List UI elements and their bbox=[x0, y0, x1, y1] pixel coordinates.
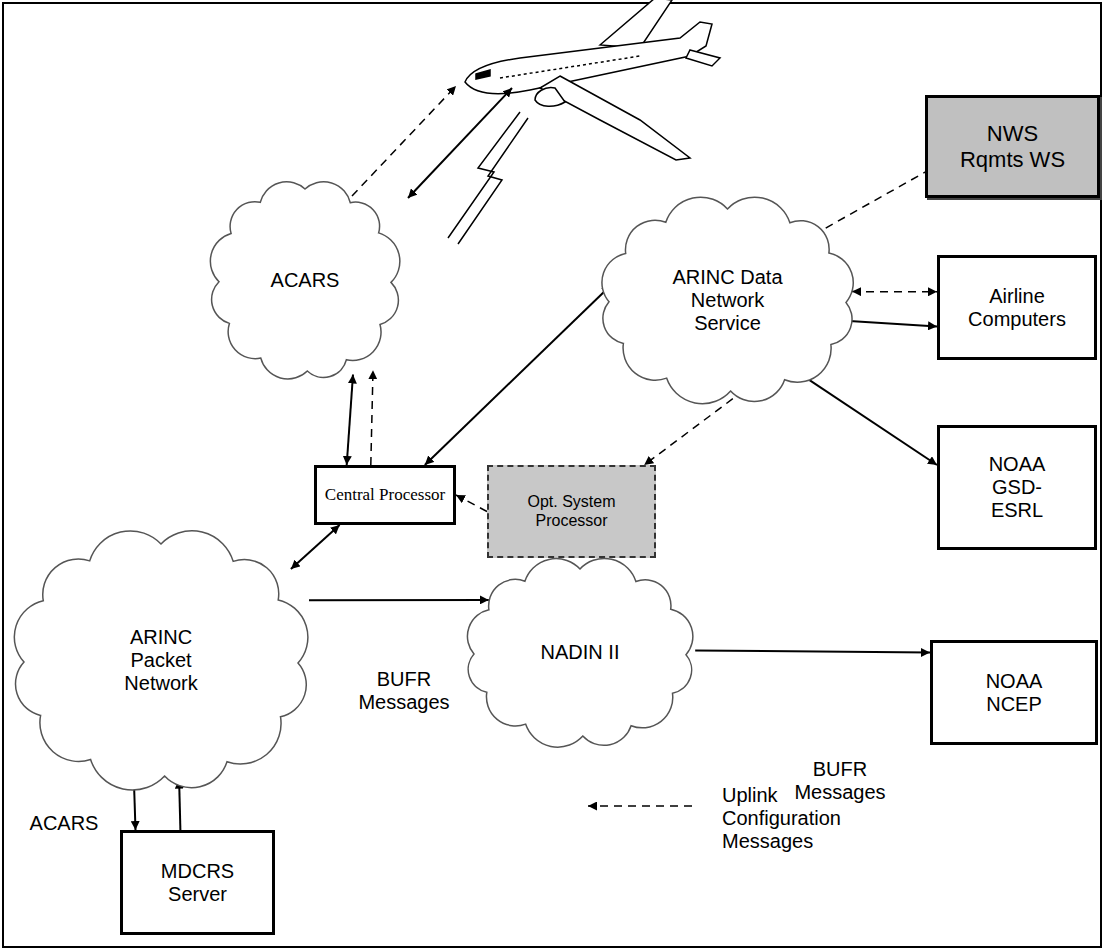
edge-label: BUFR Messages bbox=[352, 668, 456, 714]
system-box: NOAA NCEP bbox=[930, 640, 1098, 745]
server-box: MDCRS Server bbox=[120, 830, 275, 935]
data-connector bbox=[695, 651, 930, 653]
system-box: NOAA GSD-ESRL bbox=[937, 425, 1097, 550]
uplink-to-aircraft bbox=[352, 86, 456, 196]
network-cloud: ARINC Packet Network bbox=[10, 530, 312, 790]
network-cloud: ACARS bbox=[205, 175, 405, 385]
network-cloud: NADIN II bbox=[460, 555, 700, 750]
data-connector bbox=[849, 321, 937, 326]
data-connector bbox=[291, 525, 340, 569]
node-text-group: MDCRS Server bbox=[158, 860, 238, 906]
data-connector bbox=[179, 780, 180, 830]
uplink-config-connector bbox=[852, 291, 937, 293]
node-label: Central Processor bbox=[325, 485, 445, 505]
requirements-workstation: NWS Rqmts WS bbox=[925, 95, 1100, 198]
node-label: NOAA GSD-ESRL bbox=[977, 453, 1057, 522]
edge-label: ACARS bbox=[22, 812, 106, 835]
processor-box: Central Processor bbox=[314, 465, 456, 525]
uplink-config-connector bbox=[644, 399, 733, 465]
system-box: Airline Computers bbox=[937, 255, 1097, 360]
node-label: Opt. System Processor bbox=[502, 493, 642, 530]
node-label: NOAA NCEP bbox=[974, 670, 1054, 716]
legend-text: Uplink Configuration Messages bbox=[722, 784, 862, 853]
node-label: MDCRS Server bbox=[158, 860, 238, 906]
node-label: Airline Computers bbox=[957, 285, 1077, 331]
node-text-group: NOAA NCEP bbox=[974, 670, 1054, 716]
edge-label: BUFR Messages bbox=[790, 758, 890, 804]
air-ground-link bbox=[408, 88, 512, 198]
legend-dashed-arrow bbox=[588, 805, 692, 807]
node-label: NWS Rqmts WS bbox=[953, 121, 1073, 172]
data-connector bbox=[796, 371, 937, 465]
uplink-config-connector bbox=[456, 495, 487, 512]
node-text-group: ARINC Packet Network bbox=[116, 626, 206, 695]
node-text-group: ARINC Data Network Service bbox=[663, 266, 793, 335]
data-connector bbox=[309, 599, 489, 601]
data-connector bbox=[425, 285, 611, 465]
network-cloud: ARINC Data Network Service bbox=[595, 195, 860, 405]
optional-processor-box: Opt. System Processor bbox=[487, 465, 656, 558]
node-text-group: Airline Computers bbox=[957, 285, 1077, 331]
node-text-group: NADIN II bbox=[541, 641, 620, 664]
radio-signal bbox=[448, 112, 528, 244]
node-label: ACARS bbox=[271, 269, 340, 292]
node-text-group: NWS Rqmts WS bbox=[953, 121, 1073, 172]
uplink-config-connector bbox=[371, 370, 373, 465]
node-label: ARINC Packet Network bbox=[116, 626, 206, 695]
node-text-group: Opt. System Processor bbox=[502, 493, 642, 530]
node-text-group: NOAA GSD-ESRL bbox=[977, 453, 1057, 522]
node-label: NADIN II bbox=[541, 641, 620, 664]
node-label: ARINC Data Network Service bbox=[663, 266, 793, 335]
airplane bbox=[465, 0, 720, 160]
data-connector bbox=[347, 375, 353, 466]
node-text-group: ACARS bbox=[271, 269, 340, 292]
node-text-group: Central Processor bbox=[325, 485, 445, 505]
